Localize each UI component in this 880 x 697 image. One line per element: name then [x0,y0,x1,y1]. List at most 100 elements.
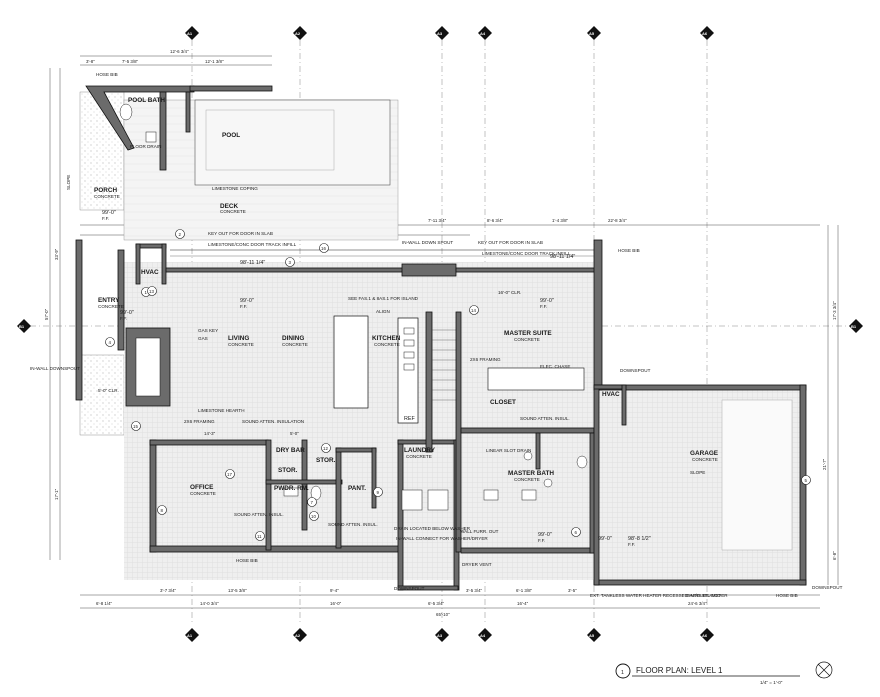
elev-entry: 99'-0" [120,310,134,316]
svg-text:9: 9 [377,490,380,495]
marker-13: 13 [147,286,157,296]
note-clr-mid: 16'-0" CLR. [498,290,521,295]
note-see-fas: SEE FAS.1 & 8AS.1 FOR ISLAND [348,296,419,301]
note-hose-bib-garage: HOSE BIB [776,593,798,598]
room-master-bath: MASTER BATH [508,470,554,477]
note-gas-meter: GAS/ELEC. METER [686,593,728,598]
room-closet: CLOSET [490,399,516,406]
svg-text:8: 8 [161,508,164,513]
note-downspout-right: DOWNSPOUT [620,368,651,373]
svg-text:A2: A2 [295,633,301,638]
elev-porch: 99'-0" [102,210,116,216]
dim-office-b: 13'-5 3/8" [228,588,247,593]
svg-text:3: 3 [289,260,292,265]
svg-text:13: 13 [149,289,154,294]
note-drain-located: DRAIN LOCATED BELOW WASHER [394,526,471,531]
room-master-suite: MASTER SUITE [504,330,552,337]
grid-tags: A1 A2 A3 A4 A5 A6 A1 A2 A3 A4 A5 A6 B1 B… [17,26,863,642]
note-limestone-track: LIMESTONE/CONC DOOR TRACK INFILL [208,242,297,247]
note-inwall-spout: IN-WALL DOWN SPOUT [402,240,453,245]
dim-right-b: 21'-7" [822,458,827,470]
elev-master-top: 98'-11 1/4" [550,254,575,260]
room-hvac-entry: HVAC [141,269,159,276]
room-dry-bar: DRY BAR [276,447,305,454]
room-living: LIVING [228,335,249,342]
title-scale: 1/4" = 1'-0" [760,680,783,685]
note-downspout-bottom: DOWNSPOUT [394,586,425,591]
svg-text:16: 16 [321,246,326,251]
marker-5: 5 [801,475,811,485]
dim-top-b: 7'-5 3/8" [122,59,139,64]
svg-text:1: 1 [145,290,148,295]
svg-text:F.F.: F.F. [102,216,109,221]
porch-planting-area [79,91,125,211]
svg-text:10: 10 [311,514,316,519]
room-ref: REF [404,416,415,422]
svg-text:A3: A3 [437,31,443,36]
room-office: OFFICE [190,484,214,491]
svg-text:2: 2 [179,232,182,237]
grid-tag-top-2: A2 [293,26,307,40]
side-dimensions: 57'-0" 33'-9" 17'-1" 17'-3 3/4" 21'-7" 6… [44,68,839,585]
porch-material: CONCRETE [94,194,120,199]
elev-office-bottom: 99'-0" [598,536,612,542]
grid-tag-right: B1 [849,319,863,333]
svg-text:15: 15 [133,424,138,429]
note-hose-bib-bottom: HOSE BIB [236,558,258,563]
dim-bot-b: 14'-0 3/4" [200,601,219,606]
room-pool: POOL [222,132,240,139]
marker-11: 11 [255,531,265,541]
garage-material: CONCRETE [692,457,718,462]
marker-6: 6 [571,527,581,537]
dim-office-c: 9'-4" [330,588,339,593]
svg-text:A2: A2 [295,31,301,36]
grid-tag-bottom-4: A4 [478,628,492,642]
marker-4: 4 [105,337,115,347]
svg-text:5: 5 [805,478,808,483]
svg-text:11: 11 [257,534,262,539]
dim-bot-a: 6'-8 1/4" [96,601,113,606]
dim-mid-c: 7'-11 3/4" [428,218,447,223]
grid-tag-top-5: A5 [587,26,601,40]
elev-garage: 98'-8 1/2" [628,536,651,542]
dim-office-a: 3'-7 3/4" [160,588,177,593]
note-floor-drain: FLOOR DRAIN [130,144,161,149]
dim-office-e: 6'-1 3/8" [516,588,533,593]
svg-text:12: 12 [323,446,328,451]
marker-17: 17 [225,469,235,479]
pool-inner-edge [205,109,335,171]
title-number: 1 [621,670,624,676]
svg-text:14: 14 [471,308,476,313]
note-2x6-framing-right: 2X6 FRAMING [470,357,501,362]
dim-mid-e: 1'-4 3/8" [552,218,569,223]
grid-tag-bottom-3: A3 [435,628,449,642]
room-pantry: PANT. [348,485,366,492]
garage-parking-pad [721,399,793,551]
note-2x6-framing: 2X6 FRAMING [184,419,215,424]
note-align: ALIGN [376,309,390,314]
elevation-tags: 99'-0" F.F. 99'-0" F.F. 99'-0" F.F. 98'-… [102,210,651,547]
drawing-title-block: 1 FLOOR PLAN: LEVEL 1 1/4" = 1'-0" [615,661,833,685]
entry-planting-area [79,354,125,436]
svg-text:A3: A3 [437,633,443,638]
room-labels: POOL BATH POOL PORCH CONCRETE DECK CONCR… [94,97,719,496]
laundry-material: CONCRETE [406,454,432,459]
north-arrow-icon [815,661,833,679]
svg-text:A4: A4 [480,633,486,638]
note-hose-bib-right: HOSE BIB [618,248,640,253]
svg-text:17: 17 [227,472,232,477]
marker-2: 2 [175,229,185,239]
grid-tag-bottom-2: A2 [293,628,307,642]
room-deck: DECK [220,203,238,210]
note-limestone-hearth: LIMESTONE HEARTH [198,408,245,413]
dining-material: CONCRETE [282,342,308,347]
svg-text:4: 4 [109,340,112,345]
room-pool-bath: POOL BATH [128,97,165,104]
grid-tag-bottom-6: A6 [700,628,714,642]
marker-3: 3 [285,257,295,267]
note-elec-chase: ELEC. CHASE [540,364,570,369]
note-limestone-coping: LIMESTONE COPING [212,186,258,191]
svg-text:A6: A6 [702,633,708,638]
svg-text:F.F.: F.F. [240,304,247,309]
